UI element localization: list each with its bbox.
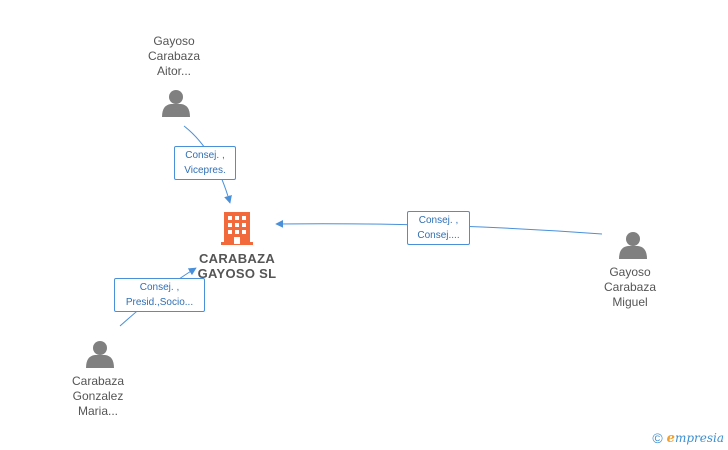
person-name-line: Gonzalez (72, 389, 124, 403)
person-name-line: Aitor... (156, 64, 191, 78)
relation-role-line: Consej.... (417, 230, 460, 241)
relation-role-line: Presid.,Socio... (125, 297, 194, 308)
copyright-symbol: © (652, 430, 663, 446)
person-icon-miguel[interactable] (619, 232, 647, 259)
person-name-line: Miguel (612, 295, 648, 309)
person-name-line: Maria... (77, 404, 118, 418)
brand-initial: e (666, 431, 675, 446)
person-name-line: Gayoso (153, 34, 195, 48)
person-icon-maria[interactable] (86, 341, 114, 368)
person-label-miguel[interactable]: Gayoso Carabaza Miguel (575, 265, 685, 310)
relation-role-line: Consej. , (418, 215, 459, 226)
person-icon-aitor[interactable] (162, 90, 190, 117)
company-name-line: CARABAZA (198, 251, 276, 266)
person-label-maria[interactable]: Carabaza Gonzalez Maria... (43, 374, 153, 419)
person-label-aitor[interactable]: Gayoso Carabaza Aitor... (119, 34, 229, 79)
brand-name: mpresia (674, 431, 724, 445)
building-icon[interactable] (221, 212, 253, 245)
company-name-line: GAYOSO SL (197, 266, 277, 281)
relation-role-line: Vicepres. (184, 165, 226, 176)
relation-box-maria[interactable]: Consej. , Presid.,Socio... (114, 278, 205, 312)
company-label[interactable]: CARABAZA GAYOSO SL (172, 251, 302, 281)
brand-watermark: © empresia (652, 430, 724, 446)
person-name-line: Carabaza (147, 49, 201, 63)
relation-box-miguel[interactable]: Consej. , Consej.... (407, 211, 470, 245)
relation-role-line: Consej. , (139, 282, 180, 293)
brand-logo: empresia (667, 430, 724, 446)
person-name-line: Gayoso (609, 265, 651, 279)
person-name-line: Carabaza (71, 374, 125, 388)
relation-box-aitor[interactable]: Consej. , Vicepres. (174, 146, 236, 180)
relation-role-line: Consej. , (185, 150, 225, 161)
person-name-line: Carabaza (603, 280, 657, 294)
